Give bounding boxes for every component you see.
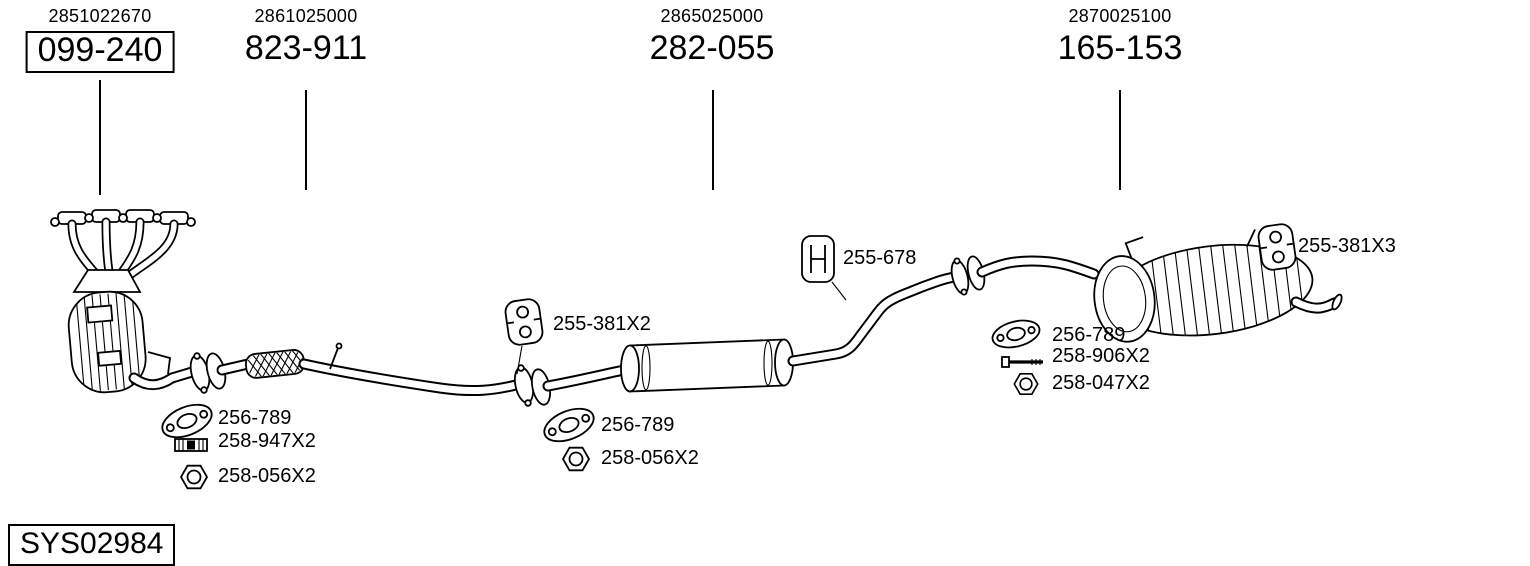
callout-bracket: 255-678 bbox=[843, 247, 917, 269]
callout-rear-gasket: 256-789 bbox=[1052, 324, 1126, 346]
callout-rear-bolt: 258-906X2 bbox=[1052, 345, 1150, 367]
hex-nut-icon bbox=[1013, 373, 1039, 395]
mount-bracket-icon bbox=[801, 235, 835, 283]
hanger-pin bbox=[1124, 236, 1144, 260]
hex-nut-icon bbox=[179, 464, 209, 490]
callout-front-gasket: 256-789 bbox=[218, 407, 292, 429]
oem-number: 2861025000 bbox=[254, 6, 358, 26]
part-number: 823-911 bbox=[244, 29, 368, 67]
hanger-pin bbox=[831, 281, 847, 301]
part-number-box: 099-240 bbox=[25, 31, 175, 73]
leader-line bbox=[712, 90, 714, 190]
section-group-1: 2851022670 099-240 bbox=[25, 6, 175, 73]
exhaust-manifold bbox=[50, 209, 196, 293]
hanger-pin bbox=[1246, 229, 1256, 247]
section-group-4: 2870025100 165-153 bbox=[1058, 6, 1183, 67]
rubber-hanger-icon bbox=[504, 298, 544, 346]
intermediate-pipe bbox=[787, 255, 986, 367]
section-group-2: 2861025000 823-911 bbox=[245, 6, 367, 67]
leader-line bbox=[1119, 90, 1121, 190]
rubber-hanger-icon bbox=[1257, 223, 1297, 271]
section-group-3: 2865025000 282-055 bbox=[650, 6, 775, 67]
part-number: 282-055 bbox=[649, 29, 775, 67]
bolt-icon bbox=[1001, 356, 1043, 368]
hanger-pin bbox=[329, 347, 339, 370]
oem-number: 2865025000 bbox=[660, 6, 764, 26]
callout-front-nut: 258-056X2 bbox=[218, 465, 316, 487]
front-flange-joint bbox=[128, 352, 227, 394]
front-pipe bbox=[216, 342, 522, 397]
stud-kit-icon bbox=[174, 438, 208, 452]
callout-mid-nut: 258-056X2 bbox=[601, 447, 699, 469]
gasket-icon bbox=[991, 319, 1041, 349]
mid-flange-joint bbox=[513, 345, 552, 407]
system-id-box: SYS02984 bbox=[8, 524, 176, 566]
middle-muffler bbox=[542, 338, 794, 393]
callout-hanger-mid: 255-381X2 bbox=[553, 313, 651, 335]
gasket-icon bbox=[543, 407, 595, 443]
cat-bracket bbox=[147, 351, 171, 375]
callout-hanger-rear: 255-381X3 bbox=[1298, 235, 1396, 257]
callout-front-stud-kit: 258-947X2 bbox=[218, 430, 316, 452]
rear-pipe bbox=[976, 255, 1100, 280]
hex-nut-icon bbox=[561, 446, 591, 472]
leader-line bbox=[99, 80, 101, 195]
catalytic-converter bbox=[67, 290, 147, 394]
rear-muffler bbox=[1093, 229, 1314, 347]
callout-rear-nut: 258-047X2 bbox=[1052, 372, 1150, 394]
part-number: 165-153 bbox=[1057, 29, 1183, 67]
oem-number: 2851022670 bbox=[48, 6, 152, 26]
hanger-pin bbox=[516, 345, 523, 375]
tailpipe bbox=[1290, 293, 1343, 314]
gasket-icon bbox=[161, 403, 213, 439]
oem-number: 2870025100 bbox=[1068, 6, 1172, 26]
callout-mid-gasket: 256-789 bbox=[601, 414, 675, 436]
leader-line bbox=[305, 90, 307, 190]
